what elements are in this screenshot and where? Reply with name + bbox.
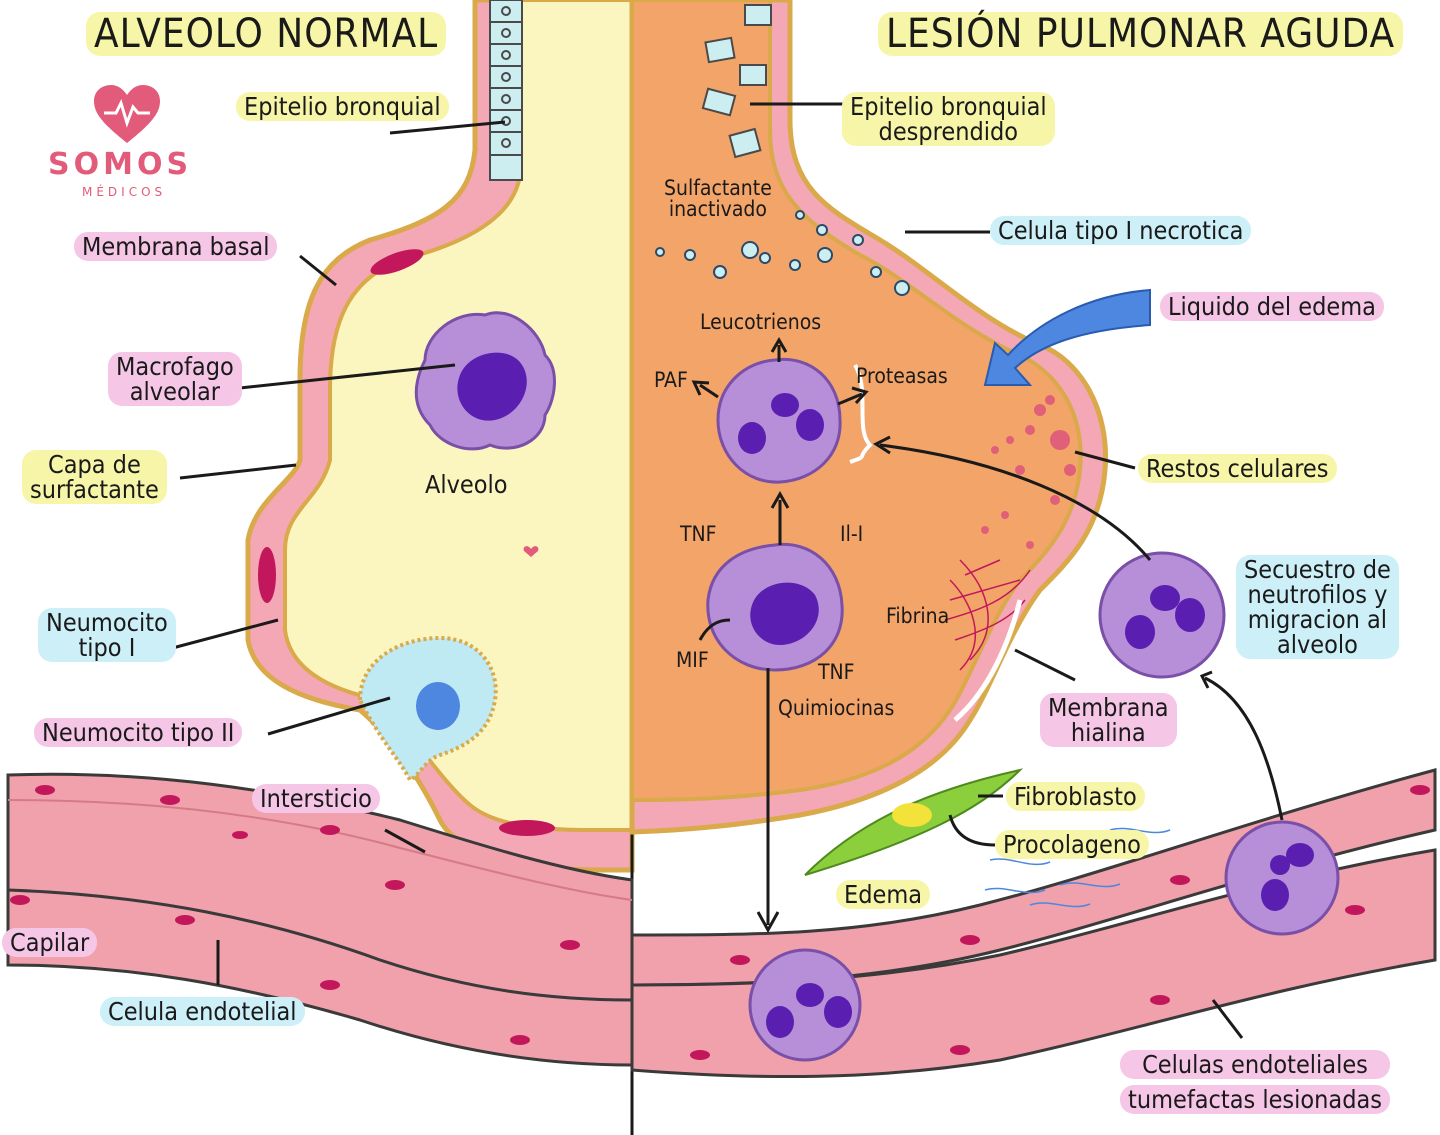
label-macrofago-1: Macrofago — [116, 352, 234, 381]
label-intersticio: Intersticio — [252, 784, 380, 813]
label-fibrina: Fibrina — [886, 604, 950, 628]
label-secuestro: Secuestro de neutrofilos y migracion al … — [1236, 555, 1399, 659]
watermark-logo — [523, 546, 539, 557]
label-sulfactante-1: Sulfactante — [664, 176, 772, 200]
type2-pneumocyte — [357, 635, 498, 783]
cellular-debris — [981, 395, 1076, 549]
heart-pulse-icon — [94, 85, 160, 143]
label-procolageno: Procolageno — [995, 830, 1149, 859]
normal-alveolus — [245, 0, 635, 873]
label-celula-necrotica: Celula tipo I necrotica — [990, 216, 1252, 245]
logo-sub: MÉDICOS — [82, 185, 167, 199]
label-liquido-edema: Liquido del edema — [1160, 292, 1384, 321]
capillary-neutrophil — [748, 948, 862, 1062]
endothelial-nuclei-right — [690, 785, 1430, 1060]
label-neumocito1-2: tipo I — [78, 633, 136, 662]
label-secuestro-3: migracion al — [1247, 605, 1388, 634]
label-membrana-basal: Membrana basal — [74, 232, 278, 261]
sequestered-neutrophil — [1098, 551, 1226, 679]
label-secuestro-4: alveolo — [1276, 630, 1358, 659]
label-capilar: Capilar — [2, 928, 98, 957]
label-il1: Il-I — [840, 522, 864, 546]
label-tnf-2: TNF — [818, 660, 855, 684]
label-epitelio-d-1: Epitelio bronquial — [850, 92, 1047, 121]
title-lesion: LESIÓN PULMONAR AGUDA — [878, 12, 1404, 56]
protease-brace — [849, 363, 873, 464]
label-capa-surfactante: Capa de surfactante — [22, 450, 167, 504]
hyaline-membrane — [953, 599, 1023, 722]
label-secuestro-1: Secuestro de — [1244, 555, 1391, 584]
label-membrana-h-1: Membrana — [1048, 693, 1169, 722]
label-celulas-1: Celulas endoteliales — [1120, 1050, 1390, 1079]
migrating-neutrophil-capillary — [1224, 820, 1340, 936]
label-restos-celulares: Restos celulares — [1138, 454, 1337, 483]
label-capa-2: surfactante — [30, 475, 159, 504]
inactivated-surfactant — [655, 210, 910, 296]
label-leucotrienos: Leucotrienos — [700, 310, 822, 334]
logo-brand: SOMOS — [48, 147, 193, 182]
label-epitelio-d-2: desprendido — [878, 117, 1019, 146]
label-macrofago: Macrofago alveolar — [108, 352, 242, 406]
label-mif: MIF — [676, 648, 709, 672]
label-epitelio-bronquial: Epitelio bronquial — [236, 92, 449, 121]
label-celula-endotelial: Celula endotelial — [100, 997, 305, 1026]
title-normal: ALVEOLO NORMAL — [86, 12, 447, 56]
label-tnf-1: TNF — [680, 522, 717, 546]
label-sulfactante: Sulfactante inactivado — [664, 178, 772, 220]
label-edema: Edema — [836, 880, 931, 909]
label-paf: PAF — [654, 368, 688, 392]
edema-fluid-arrow — [983, 288, 1151, 386]
alveolar-neutrophil — [716, 357, 842, 484]
alveolar-macrophage — [414, 311, 556, 451]
type1-nucleus — [370, 249, 424, 275]
label-membrana-hialina: Membrana hialina — [1040, 693, 1177, 747]
label-sulfactante-2: inactivado — [668, 197, 767, 221]
label-neumocito-tipo2: Neumocito tipo II — [34, 718, 243, 747]
label-fibroblasto: Fibroblasto — [1006, 782, 1145, 811]
label-quimiocinas: Quimiocinas — [778, 696, 895, 720]
label-celulas-2: tumefactas lesionadas — [1120, 1085, 1390, 1114]
leader-lines — [164, 102, 1284, 1039]
label-alveolo: Alveolo — [425, 470, 508, 499]
label-membrana-h-2: hialina — [1070, 718, 1146, 747]
detached-epithelium — [701, 4, 772, 159]
label-proteasas: Proteasas — [856, 364, 948, 388]
label-neumocito1-1: Neumocito — [46, 608, 168, 637]
label-capa-1: Capa de — [47, 450, 141, 479]
label-neumocito-tipo1: Neumocito tipo I — [38, 608, 176, 662]
label-secuestro-2: neutrofilos y — [1247, 580, 1388, 609]
label-celulas-endoteliales: Celulas endoteliales tumefactas lesionad… — [1112, 1048, 1398, 1116]
bronchial-epithelium — [489, 0, 523, 181]
label-epitelio-desprendido: Epitelio bronquial desprendido — [842, 92, 1055, 146]
type1-nucleus — [258, 547, 276, 603]
activated-macrophage — [706, 542, 844, 672]
type1-nucleus — [499, 820, 555, 836]
fibroblast — [804, 768, 1024, 876]
logo: SOMOS MÉDICOS — [48, 85, 228, 205]
endothelial-nuclei-left — [10, 785, 580, 1045]
label-macrofago-2: alveolar — [129, 377, 220, 406]
injured-alveolus — [629, 0, 1109, 835]
